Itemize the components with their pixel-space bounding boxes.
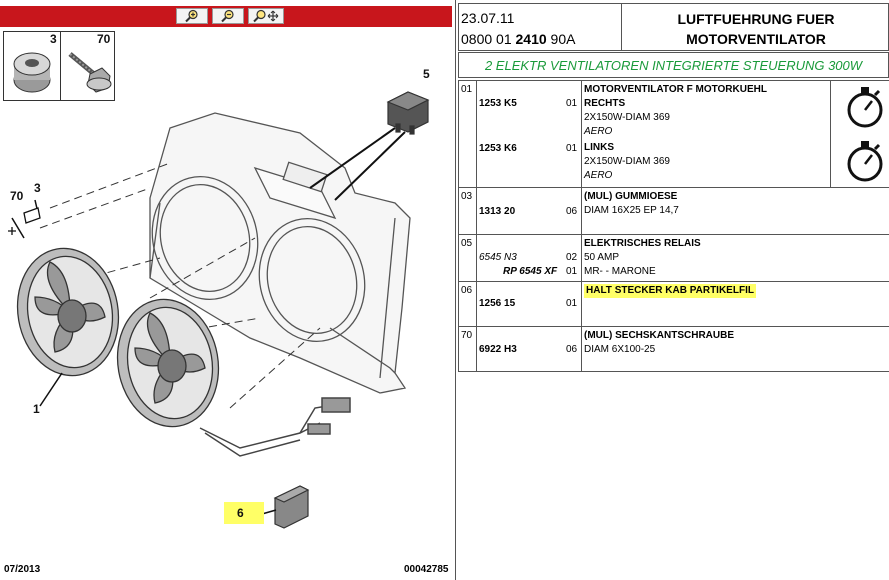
callout-5[interactable]: 5 bbox=[423, 67, 430, 81]
zoom-out-button[interactable] bbox=[212, 8, 244, 24]
catalog-header: 23.07.11 0800 01 2410 90A LUFTFUEHRUNG F… bbox=[458, 3, 889, 51]
part-reference[interactable]: RP 6545 XF bbox=[503, 266, 558, 277]
part-description: LINKS 2X150W-DIAM 369 AERO bbox=[584, 142, 670, 181]
callout-6[interactable]: 6 bbox=[237, 506, 244, 520]
fan-assembly-drawing bbox=[8, 91, 430, 529]
table-row[interactable]: 03 1313 20 06 (MUL) GUMMIOESE DIAM 16X25… bbox=[458, 188, 889, 235]
part-quantity: 01 bbox=[566, 266, 578, 277]
labour-time-icon[interactable] bbox=[845, 139, 885, 183]
page-title: LUFTFUEHRUNG FUER MOTORVENTILATOR bbox=[677, 11, 835, 47]
zoom-toolbar bbox=[0, 6, 452, 27]
zoom-move-icon bbox=[253, 9, 279, 23]
part-reference[interactable]: 1313 20 bbox=[479, 206, 516, 217]
parts-table: 01 1253 K5 01 MOTORVENTILATOR F MOTORKUE… bbox=[458, 80, 889, 372]
callout-1[interactable]: 1 bbox=[33, 402, 40, 416]
part-description: MOTORVENTILATOR F MOTORKUEHL RECHTS 2X15… bbox=[584, 84, 767, 137]
table-row[interactable]: 01 1253 K5 01 MOTORVENTILATOR F MOTORKUE… bbox=[458, 80, 889, 188]
table-row[interactable]: 70 6922 H3 06 (MUL) SECHSKANTSCHRAUBE DI… bbox=[458, 327, 889, 372]
part-reference[interactable]: 1256 15 bbox=[479, 298, 516, 309]
part-description: ELEKTRISCHES RELAIS 50 AMP MR- - MARONE bbox=[584, 238, 701, 277]
footer-diagram-id: 00042785 bbox=[404, 564, 449, 575]
relay-part bbox=[309, 91, 430, 201]
table-row[interactable]: 06 1256 15 01 HALT STECKER KAB PARTIKELF… bbox=[458, 282, 889, 327]
callout-6-highlight bbox=[224, 502, 264, 524]
part-quantity: 01 bbox=[566, 98, 578, 109]
subtitle-box: 2 ELEKTR VENTILATOREN INTEGRIERTE STEUER… bbox=[458, 52, 889, 78]
zoom-in-button[interactable] bbox=[176, 8, 208, 24]
fan-left bbox=[16, 247, 120, 377]
labour-time-icon[interactable] bbox=[845, 85, 885, 129]
row-position: 05 bbox=[461, 238, 473, 249]
header-date: 23.07.11 bbox=[461, 10, 515, 26]
part-quantity: 06 bbox=[566, 206, 578, 217]
part-thumbnails: 3 70 bbox=[3, 31, 115, 101]
part-quantity: 02 bbox=[566, 252, 578, 263]
part-reference[interactable]: 6545 N3 bbox=[479, 252, 517, 263]
connector-holder-part bbox=[261, 485, 310, 529]
table-row[interactable]: 05 6545 N3 02 RP 6545 XF 01 ELEKTRISCHES… bbox=[458, 235, 889, 282]
part-quantity: 01 bbox=[566, 143, 578, 154]
part-reference[interactable]: 1253 K5 bbox=[479, 98, 517, 109]
small-parts-symbols bbox=[8, 207, 41, 235]
header-code: 0800 01 2410 90A bbox=[461, 31, 576, 47]
callout-3[interactable]: 3 bbox=[34, 181, 41, 195]
row-position: 70 bbox=[461, 330, 473, 341]
page-subtitle: 2 ELEKTR VENTILATOREN INTEGRIERTE STEUER… bbox=[484, 58, 863, 73]
fan-right bbox=[116, 298, 220, 428]
wiring-harness bbox=[199, 397, 351, 457]
part-description: (MUL) GUMMIOESE DIAM 16X25 EP 14,7 bbox=[584, 191, 679, 216]
row-position: 06 bbox=[461, 285, 473, 296]
part-reference[interactable]: 6922 H3 bbox=[479, 344, 517, 355]
zoom-out-icon bbox=[221, 9, 234, 23]
zoom-in-icon bbox=[185, 9, 198, 23]
part-reference[interactable]: 1253 K6 bbox=[479, 143, 517, 154]
part-description: HALT STECKER KAB PARTIKELFIL bbox=[584, 284, 756, 298]
row-position: 01 bbox=[461, 84, 473, 95]
exploded-diagram-panel: 3 70 bbox=[0, 0, 456, 580]
thumbnail-label-screw: 70 bbox=[97, 32, 111, 46]
screw-thumbnail-icon[interactable] bbox=[64, 44, 114, 98]
zoom-move-button[interactable] bbox=[248, 8, 284, 24]
part-description: (MUL) SECHSKANTSCHRAUBE DIAM 6X100-25 bbox=[584, 330, 734, 355]
footer-date: 07/2013 bbox=[4, 564, 41, 575]
part-quantity: 01 bbox=[566, 298, 578, 309]
thumbnail-label-grommet: 3 bbox=[50, 32, 57, 46]
fan-shroud-frame bbox=[149, 112, 411, 394]
part-quantity: 06 bbox=[566, 344, 578, 355]
callout-70[interactable]: 70 bbox=[10, 189, 24, 203]
highlighted-part-title: HALT STECKER KAB PARTIKELFIL bbox=[584, 284, 756, 298]
row-position: 03 bbox=[461, 191, 473, 202]
grommet-thumbnail-icon[interactable] bbox=[8, 42, 56, 98]
